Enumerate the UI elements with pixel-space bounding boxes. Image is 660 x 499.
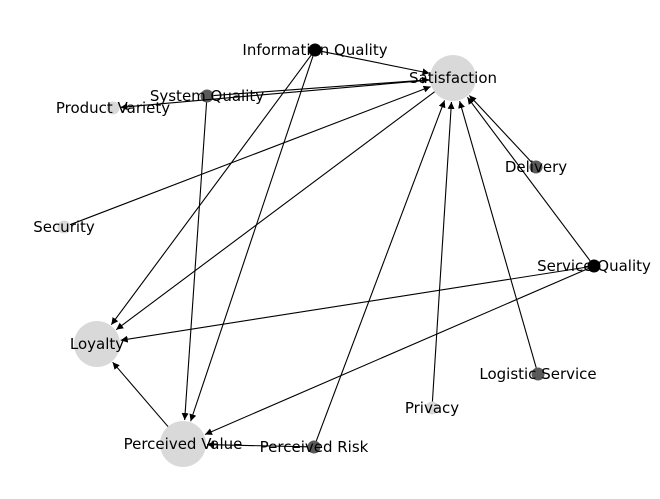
label-product-variety: Product Variety [56,99,170,117]
label-privacy: Privacy [405,399,459,417]
edge-satisfaction-to-product-variety [120,79,431,111]
label-perceived-value: Perceived Value [124,435,243,453]
label-information-quality: Information Quality [242,41,387,59]
nodes-layer [57,43,601,467]
node-privacy [425,401,439,415]
node-delivery [529,160,543,174]
node-logistic-service [531,367,545,381]
edge-perceived-risk-to-satisfaction [315,100,446,442]
edge-information-quality-to-perceived-value [189,55,314,422]
node-information-quality [308,43,322,57]
label-delivery: Delivery [505,158,567,176]
label-security: Security [33,218,95,236]
node-service-quality [587,259,601,273]
label-logistic-service: Logistic Service [479,365,596,383]
edge-service-quality-to-loyalty [120,266,588,343]
edge-information-quality-to-loyalty [110,54,312,326]
node-perceived-risk [307,440,321,454]
label-system-quality: System Quality [150,87,264,105]
edge-privacy-to-satisfaction [431,101,455,402]
edge-logistic-service-to-satisfaction [458,100,537,368]
edge-satisfaction-to-loyalty [115,91,435,331]
edge-information-quality-to-satisfaction [321,50,430,76]
edge-security-to-satisfaction [69,85,431,226]
label-perceived-risk: Perceived Risk [260,438,369,456]
label-loyalty: Loyalty [70,335,124,353]
edge-system-quality-to-satisfaction [213,76,430,97]
node-loyalty [74,321,120,367]
node-product-variety [106,101,120,115]
edge-system-quality-to-perceived-value [181,102,208,421]
edge-perceived-value-to-loyalty [112,361,169,427]
edge-service-quality-to-perceived-value [204,268,589,435]
label-service-quality: Service Quality [537,257,651,275]
label-satisfaction: Satisfaction [409,69,497,87]
edge-delivery-to-satisfaction [468,95,532,163]
node-security [57,220,71,234]
node-satisfaction [430,55,476,101]
edges-layer [69,50,591,449]
node-perceived-value [160,421,206,467]
edge-perceived-risk-to-perceived-value [206,441,308,449]
edge-service-quality-to-satisfaction [466,96,591,262]
